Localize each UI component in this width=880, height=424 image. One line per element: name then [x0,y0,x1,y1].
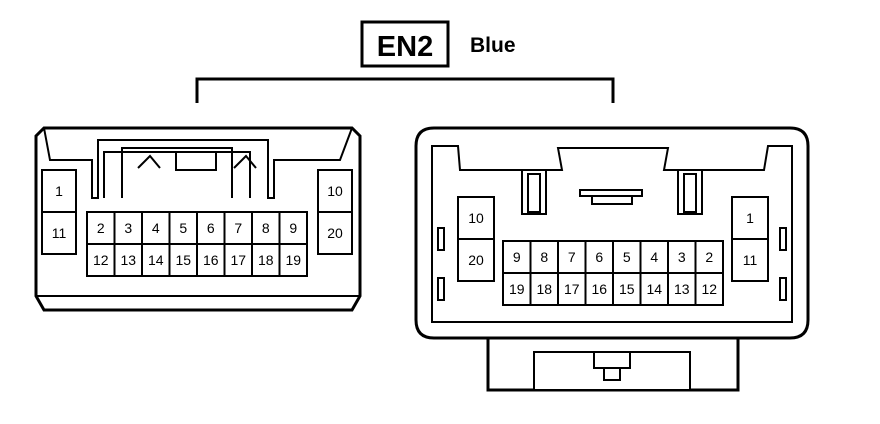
right-pin-label: 18 [536,281,552,297]
right-pin-cell [529,272,559,306]
right-pin-label: 6 [595,249,603,265]
left-pin-cell [41,211,77,255]
left-pin-label: 7 [234,220,242,236]
connector-code: EN2 [377,31,433,63]
right-pin-label: 7 [568,249,576,265]
right-pin-label: 12 [701,281,717,297]
left-pin-cell [41,169,77,213]
right-pin-cell [457,238,495,282]
right-pin-cell [612,272,642,306]
right-pin-label: 4 [650,249,658,265]
right-pin-label: 5 [623,249,631,265]
left-pin-cell [113,243,143,277]
right-pin-label: 17 [564,281,580,297]
connector-code-box [360,20,450,68]
left-pin-label: 20 [327,225,343,241]
right-pin-label: 13 [674,281,690,297]
left-pin-label: 10 [327,183,343,199]
right-pin-cell [639,240,669,274]
left-pin-cell [317,211,353,255]
right-pin-cell [731,238,769,282]
left-pin-cell [223,211,253,245]
left-pin-label: 14 [148,252,164,268]
left-pin-label: 4 [152,220,160,236]
left-pin-cell [86,243,116,277]
left-pin-label: 1 [55,183,63,199]
left-pin-cell [278,211,308,245]
left-pin-label: 15 [175,252,191,268]
left-pin-label: 19 [285,252,301,268]
left-pin-label: 12 [93,252,109,268]
left-pin-label: 5 [179,220,187,236]
left-pin-cell [251,243,281,277]
right-pin-label: 8 [540,249,548,265]
right-pin-label: 3 [678,249,686,265]
right-pin-label: 11 [743,252,758,268]
left-pin-label: 11 [52,225,67,241]
left-pin-label: 6 [207,220,215,236]
right-pin-label: 15 [619,281,635,297]
right-pin-cell [694,272,724,306]
left-pin-label: 17 [230,252,246,268]
left-pin-cell [278,243,308,277]
left-pin-label: 8 [262,220,270,236]
left-pin-cell [168,243,198,277]
right-pin-label: 10 [468,210,484,226]
left-pin-label: 2 [97,220,105,236]
left-pin-label: 16 [203,252,219,268]
right-pin-cell [667,240,697,274]
right-pin-label: 1 [746,210,754,226]
left-pin-label: 13 [120,252,136,268]
right-pin-label: 14 [646,281,662,297]
left-pin-cell [141,243,171,277]
right-pin-label: 9 [513,249,521,265]
left-pin-label: 3 [124,220,132,236]
right-pin-label: 2 [705,249,713,265]
right-pin-label: 16 [591,281,607,297]
right-pin-label: 20 [468,252,484,268]
connector-color-label: Blue [470,34,516,57]
left-pin-label: 9 [289,220,297,236]
right-pin-label: 19 [509,281,525,297]
left-pin-label: 18 [258,252,274,268]
connector-bracket [195,77,615,103]
left-pin-cell [223,243,253,277]
